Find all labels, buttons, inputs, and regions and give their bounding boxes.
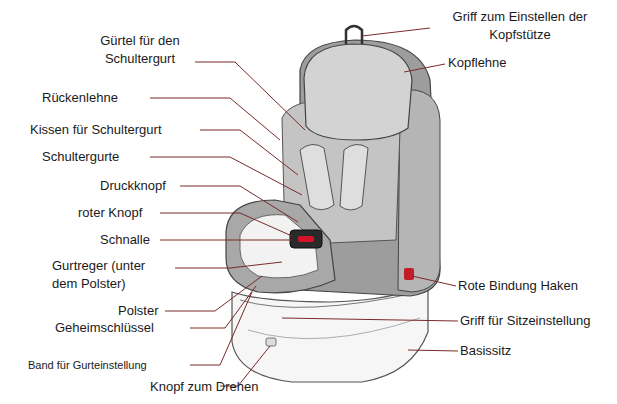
base-edge bbox=[248, 318, 420, 339]
part-label: Rückenlehne bbox=[42, 89, 118, 107]
part-label: Kopflehne bbox=[448, 54, 507, 72]
part-label: Gürtel für den Schultergurt bbox=[90, 32, 190, 67]
headrest bbox=[304, 44, 412, 140]
red-button bbox=[298, 236, 314, 242]
part-label: Band für Gurteinstellung bbox=[28, 358, 147, 373]
headrest-handle bbox=[346, 26, 362, 44]
part-label: Rote Bindung Haken bbox=[458, 277, 578, 295]
shoulder-pad bbox=[300, 144, 334, 209]
buckle bbox=[290, 230, 322, 248]
part-label: Basissitz bbox=[460, 342, 511, 360]
part-label: Geheimschlüssel bbox=[55, 319, 154, 337]
shoulder-pad bbox=[340, 144, 368, 210]
base-shell bbox=[232, 282, 428, 382]
part-label: Schultergurte bbox=[42, 148, 119, 166]
rotate-button bbox=[266, 338, 276, 346]
part-label: Knopf zum Drehen bbox=[150, 378, 258, 396]
part-label: Gurtreger (unter dem Polster) bbox=[52, 257, 164, 292]
part-label: roter Knopf bbox=[78, 204, 142, 222]
part-label: Griff für Sitzeinstellung bbox=[460, 312, 591, 330]
part-label: Polster bbox=[118, 302, 158, 320]
leader-lines bbox=[150, 28, 458, 386]
part-label: Kissen für Schultergurt bbox=[30, 121, 162, 139]
part-label: Druckknopf bbox=[100, 177, 166, 195]
part-label: Griff zum Einstellen der Kopfstütze bbox=[440, 8, 600, 43]
part-label: Schnalle bbox=[100, 231, 150, 249]
red-hook bbox=[404, 268, 414, 280]
